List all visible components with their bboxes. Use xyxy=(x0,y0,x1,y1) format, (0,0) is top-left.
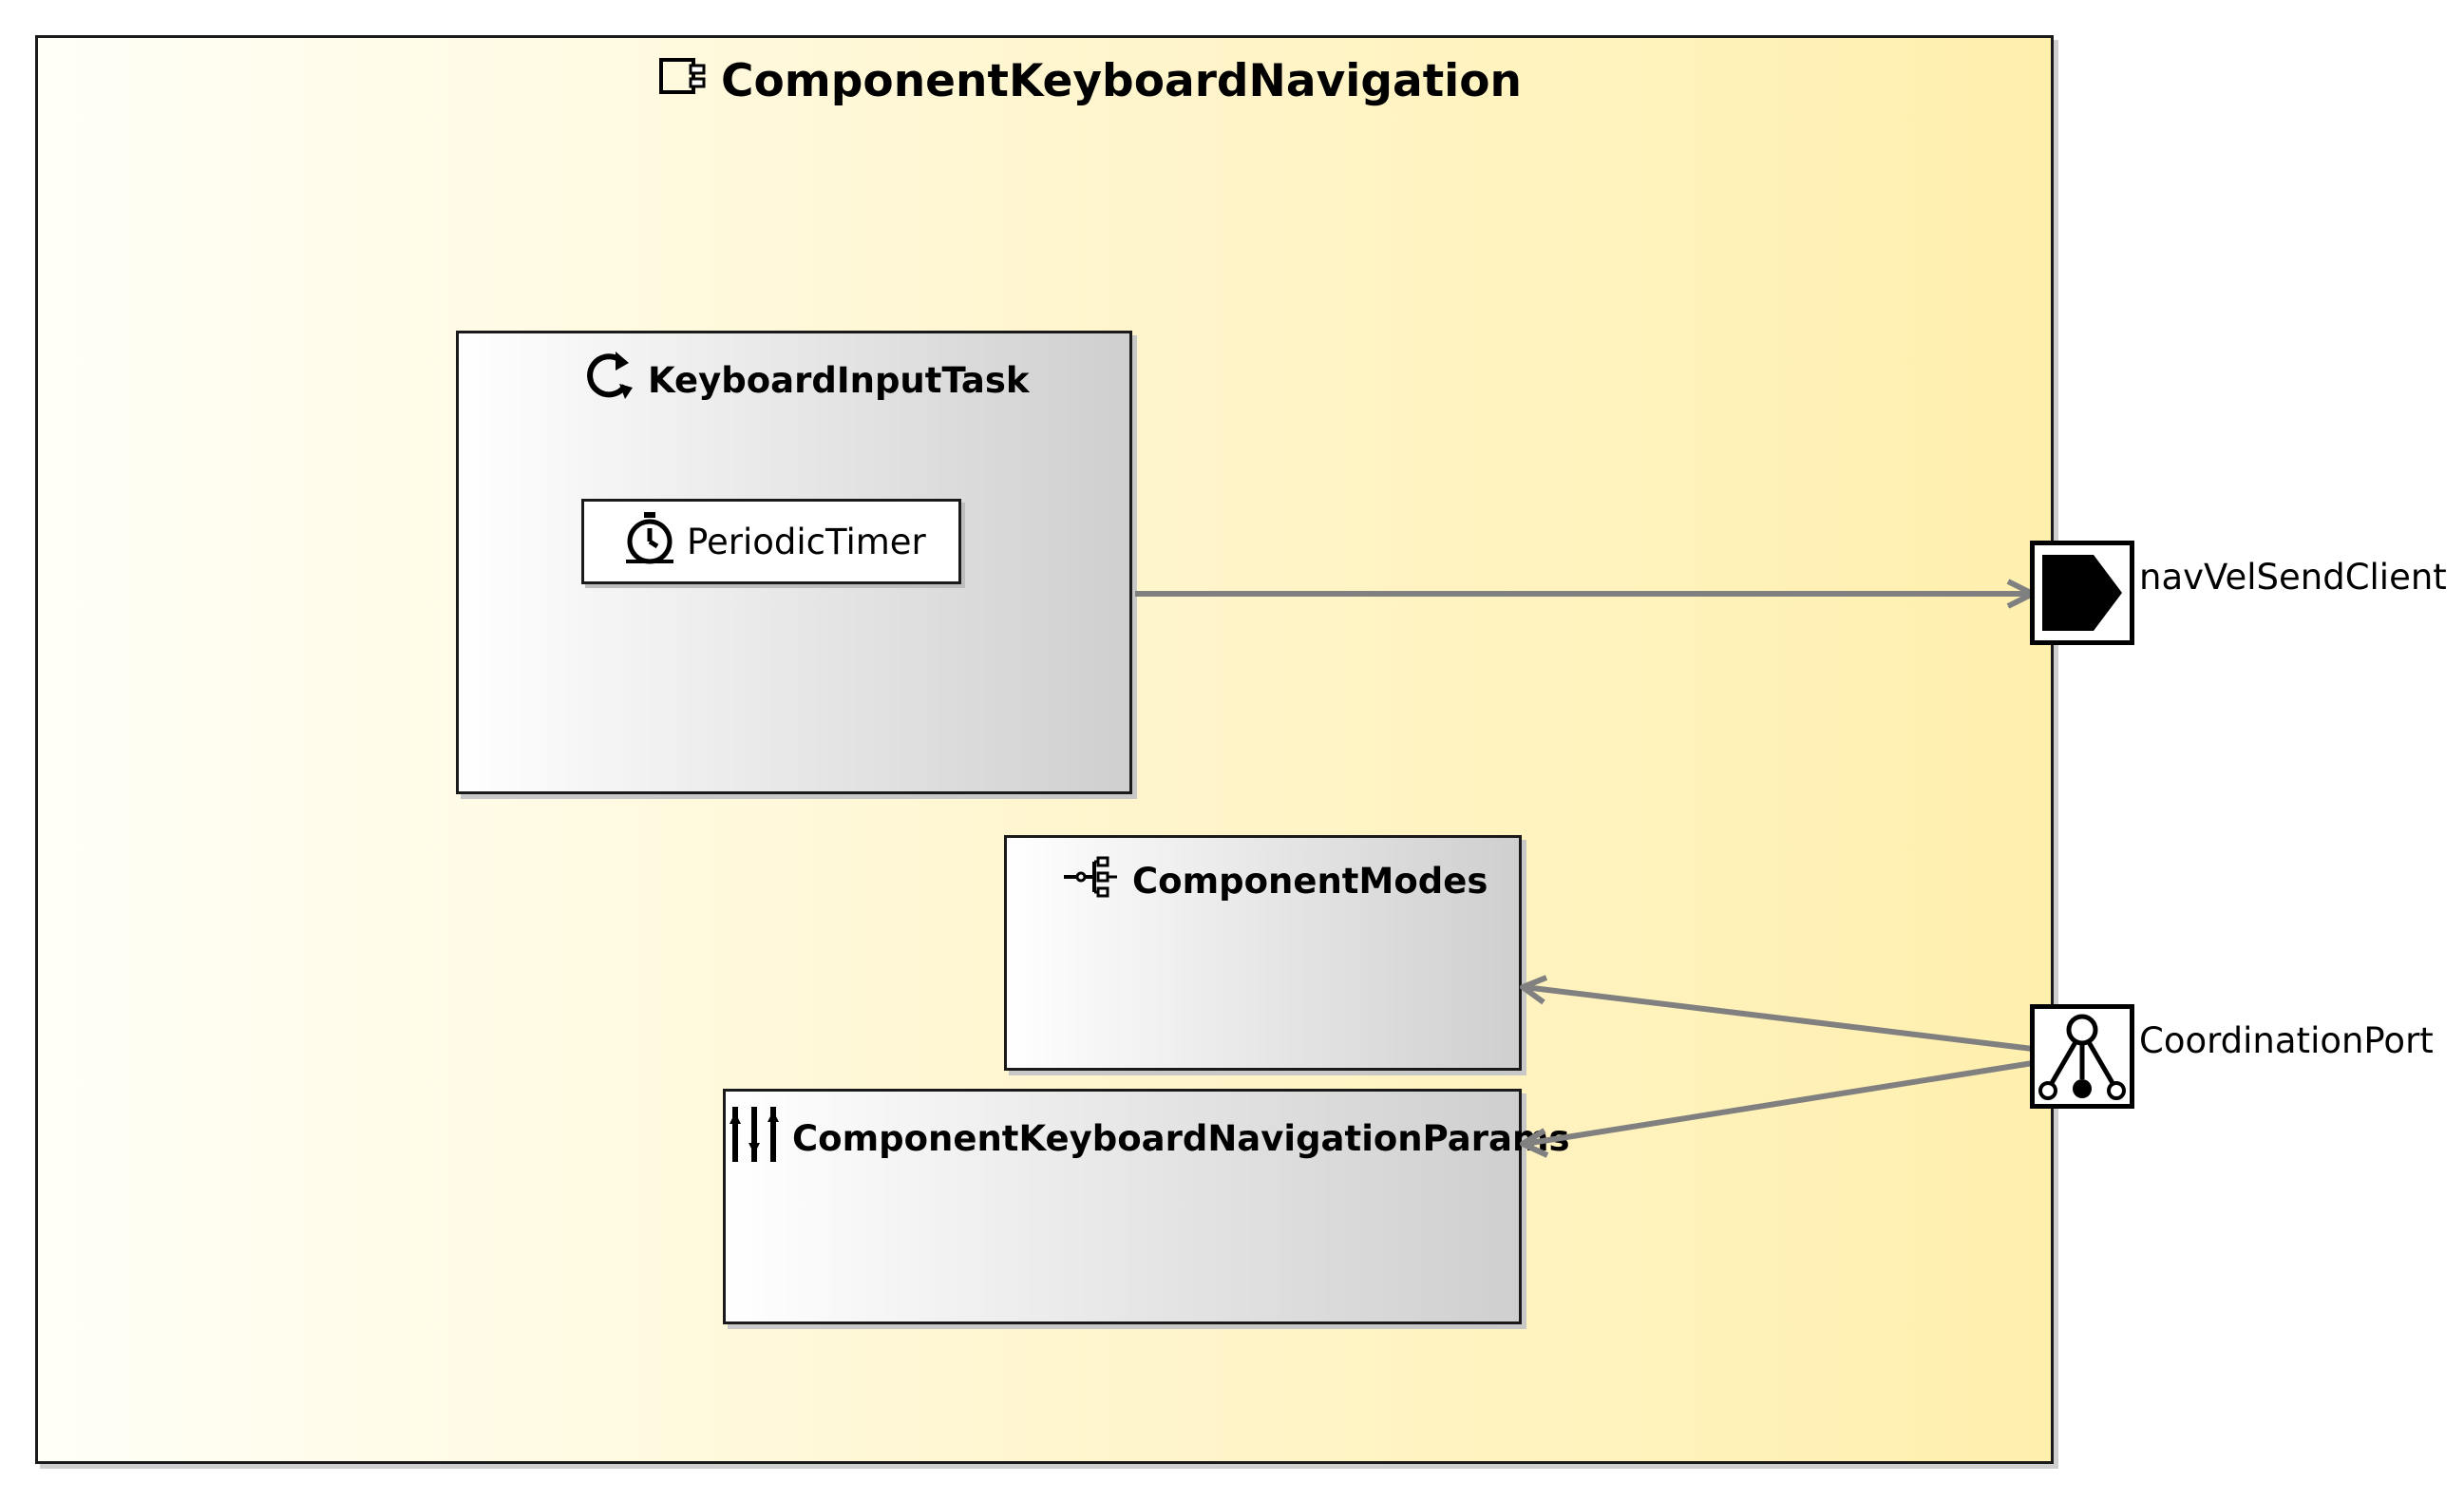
stopwatch-icon xyxy=(622,510,677,574)
sliders-icon xyxy=(728,1105,781,1172)
modes-box[interactable] xyxy=(1004,835,1522,1071)
component-name: ComponentKeyboardNavigation xyxy=(721,55,1523,107)
component-icon xyxy=(658,55,710,107)
coordination-port[interactable] xyxy=(2030,1004,2134,1109)
task-title: KeyboardInputTask xyxy=(583,350,1030,411)
params-box[interactable] xyxy=(723,1089,1522,1324)
coordination-port-icon xyxy=(2038,1014,2126,1100)
send-client-port-label: navVelSendClient xyxy=(2139,557,2447,598)
timer-name: PeriodicTimer xyxy=(687,521,926,562)
task-loop-icon xyxy=(583,350,636,411)
send-client-port-icon xyxy=(2042,555,2122,631)
mode-tree-icon xyxy=(1062,854,1121,908)
component-title: ComponentKeyboardNavigation xyxy=(658,55,1522,107)
modes-title: ComponentModes xyxy=(1062,854,1488,908)
modes-name: ComponentModes xyxy=(1132,861,1488,902)
timer-box[interactable]: PeriodicTimer xyxy=(581,499,961,584)
task-name: KeyboardInputTask xyxy=(648,360,1030,401)
coordination-port-label: CoordinationPort xyxy=(2139,1020,2434,1061)
params-name: ComponentKeyboardNavigationParams xyxy=(792,1118,1570,1159)
send-client-port[interactable] xyxy=(2030,541,2134,645)
params-title: ComponentKeyboardNavigationParams xyxy=(728,1105,1570,1172)
